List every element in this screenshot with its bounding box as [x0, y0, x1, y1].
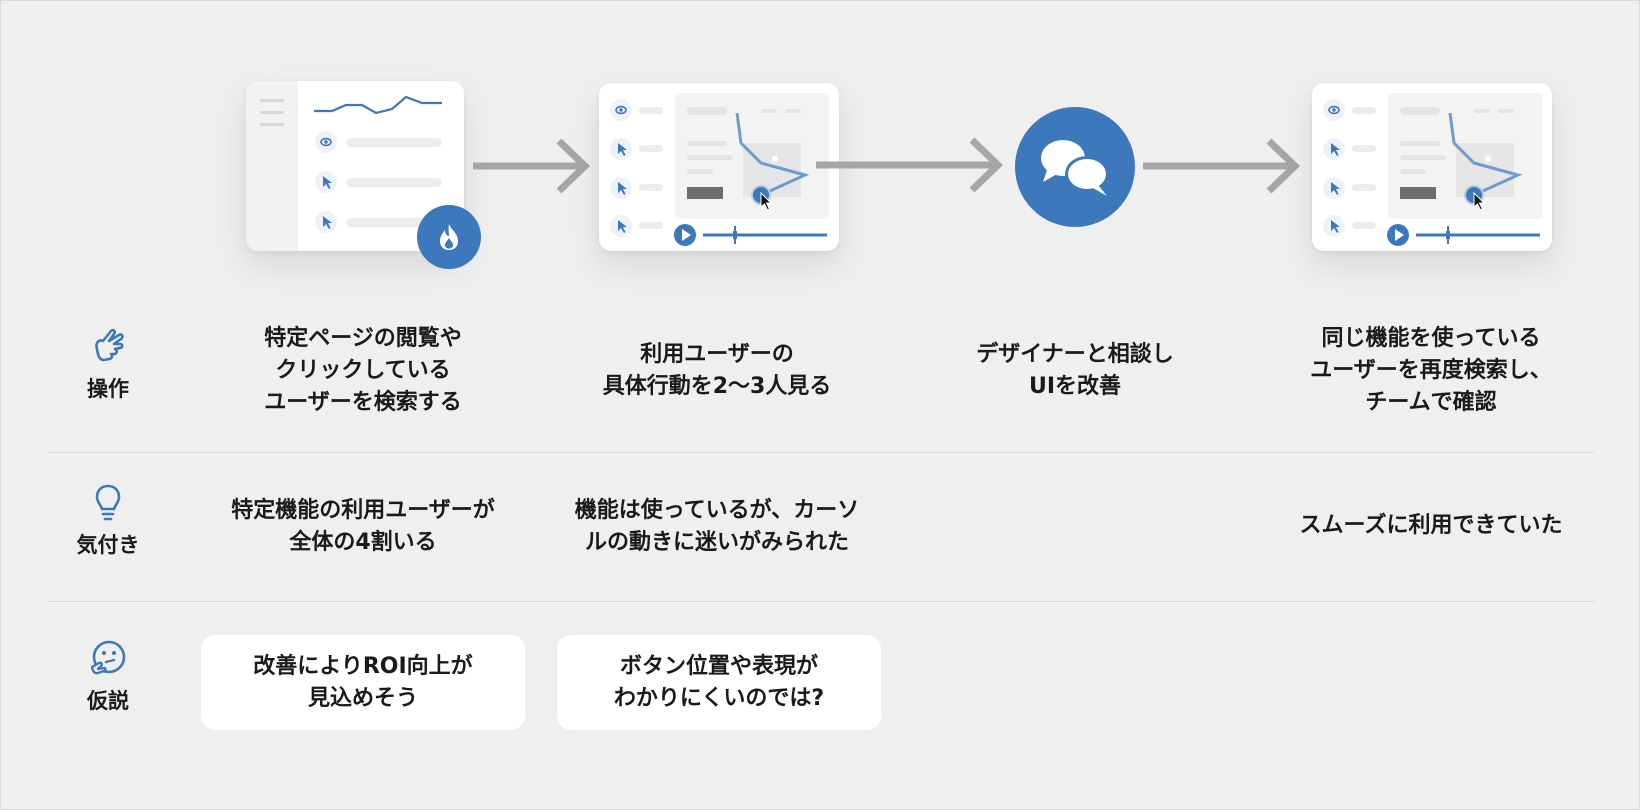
row-label-operation-text: 操作	[87, 377, 129, 401]
user-search-illustration	[246, 81, 442, 251]
row-divider	[48, 601, 1594, 602]
action-step-3: デザイナーと相談し UIを改善	[976, 342, 1174, 399]
lightbulb-icon	[95, 484, 121, 521]
row-label-insight: 気付き	[48, 483, 168, 559]
action-step-1: 特定ページの閲覧や クリックしている ユーザーを検索する	[264, 326, 462, 415]
session-replay-confirm-card	[1312, 83, 1552, 251]
session-replay-illustration	[610, 93, 829, 246]
row-label-hypothesis: 仮説	[48, 639, 168, 715]
row-divider	[48, 452, 1594, 453]
arrow-right-icon	[473, 138, 591, 194]
arrow-right-icon	[1143, 138, 1301, 194]
action-step-4: 同じ機能を使っている ユーザーを再度検索し、 チームで確認	[1310, 326, 1552, 415]
row-label-hypothesis-text: 仮説	[87, 689, 129, 713]
hypothesis-text-2: ボタン位置や表現が わかりにくいのでは?	[613, 653, 825, 711]
insight-step-4: スムーズに利用できていた	[1299, 513, 1563, 538]
thinking-face-icon	[90, 640, 126, 675]
fire-icon	[440, 224, 458, 250]
pointing-hand-icon	[95, 328, 124, 362]
hypothesis-card-2: ボタン位置や表現が わかりにくいのでは?	[557, 635, 881, 730]
arrow-right-icon	[816, 137, 1004, 193]
chat-bubbles-icon	[1041, 140, 1109, 196]
row-label-operation: 操作	[48, 327, 168, 403]
insight-step-1: 特定機能の利用ユーザーが 全体の4割いる	[231, 498, 495, 555]
session-replay-card	[599, 83, 839, 251]
consult-circle	[1015, 107, 1135, 227]
action-step-2: 利用ユーザーの 具体行動を2〜3人見る	[602, 342, 832, 399]
row-label-insight-text: 気付き	[76, 533, 140, 557]
fire-badge	[417, 205, 481, 269]
user-search-card	[246, 81, 464, 251]
hypothesis-text-1: 改善によりROI向上が 見込めそう	[253, 653, 473, 711]
insight-step-2: 機能は使っているが、カーソ ルの動きに迷いがみられた	[574, 498, 860, 555]
hypothesis-card-1: 改善によりROI向上が 見込めそう	[201, 635, 525, 730]
session-replay-illustration	[1323, 93, 1542, 246]
